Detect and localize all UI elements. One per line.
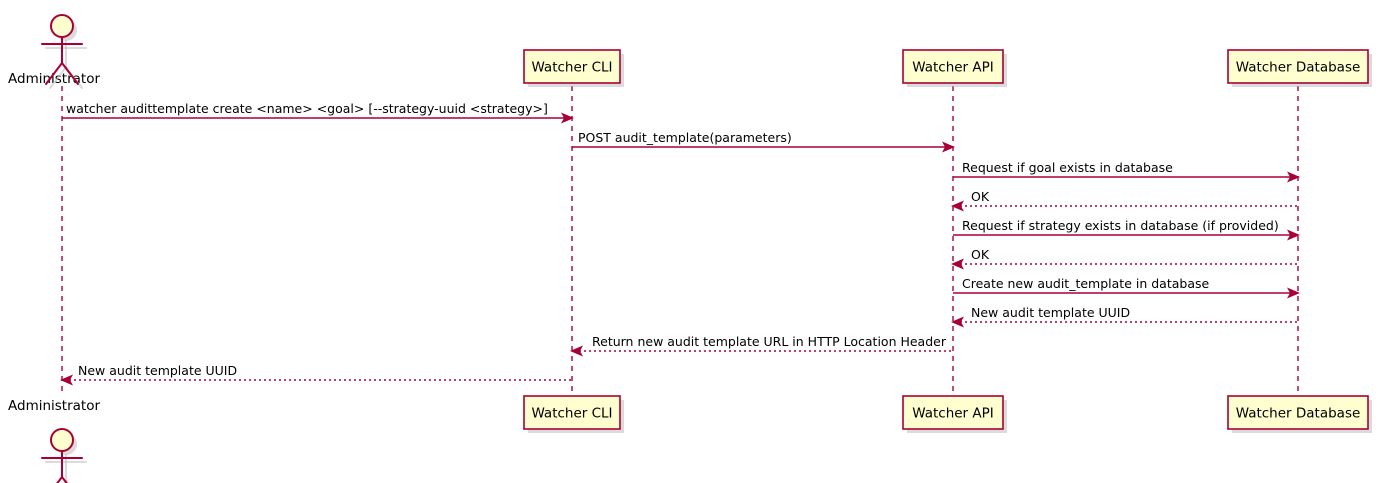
message-5[interactable]: OK bbox=[951, 247, 1298, 270]
message-arrowhead-9 bbox=[60, 374, 73, 386]
participant-label-watcher-api-top: Watcher API bbox=[912, 60, 994, 76]
message-label-9: New audit template UUID bbox=[78, 363, 237, 378]
participant-label-watcher-api-bottom: Watcher API bbox=[912, 406, 994, 422]
message-label-3: OK bbox=[971, 189, 990, 204]
participant-box-watcher-cli-top[interactable] bbox=[523, 49, 621, 84]
actor-leg-right bbox=[61, 62, 79, 85]
message-1[interactable]: POST audit_template(parameters) bbox=[572, 130, 955, 153]
actor-leg-left bbox=[45, 62, 63, 85]
participant-box-watcher-cli-bottom[interactable] bbox=[523, 395, 621, 430]
participant-label-watcher-cli-top: Watcher CLI bbox=[531, 60, 612, 76]
message-label-7: New audit template UUID bbox=[971, 305, 1130, 320]
message-6[interactable]: Create new audit_template in database bbox=[953, 276, 1300, 299]
message-7[interactable]: New audit template UUID bbox=[951, 305, 1298, 328]
message-label-8: Return new audit template URL in HTTP Lo… bbox=[592, 334, 947, 349]
message-arrowhead-4 bbox=[1287, 229, 1300, 241]
participant-box-watcher-database-top[interactable] bbox=[1227, 49, 1369, 84]
message-4[interactable]: Request if strategy exists in database (… bbox=[953, 218, 1300, 241]
actor-label-administrator-bottom: Administrator bbox=[8, 398, 100, 414]
message-arrowhead-1 bbox=[942, 141, 955, 153]
participant-label-watcher-database-top: Watcher Database bbox=[1236, 60, 1361, 76]
actor-stick-figure-icon-bottom[interactable] bbox=[41, 428, 87, 483]
message-label-5: OK bbox=[971, 247, 990, 262]
message-3[interactable]: OK bbox=[951, 189, 1298, 212]
message-arrowhead-6 bbox=[1287, 287, 1300, 299]
actor-head bbox=[50, 14, 74, 38]
participant-box-watcher-api-bottom[interactable] bbox=[902, 395, 1004, 430]
message-0[interactable]: watcher audittemplate create <name> <goa… bbox=[62, 101, 574, 124]
message-label-2: Request if goal exists in database bbox=[962, 160, 1173, 175]
message-2[interactable]: Request if goal exists in database bbox=[953, 160, 1300, 183]
message-label-1: POST audit_template(parameters) bbox=[578, 130, 792, 145]
actor-leg-right bbox=[61, 476, 68, 483]
message-arrowhead-8 bbox=[570, 345, 583, 357]
message-8[interactable]: Return new audit template URL in HTTP Lo… bbox=[570, 334, 953, 357]
message-arrowhead-0 bbox=[561, 112, 574, 124]
participant-box-watcher-api-top[interactable] bbox=[902, 49, 1004, 84]
actor-leg-l-shadow bbox=[49, 66, 67, 89]
participant-label-watcher-cli-bottom: Watcher CLI bbox=[531, 406, 612, 422]
messages-group: watcher audittemplate create <name> <goa… bbox=[60, 101, 1300, 386]
message-arrowhead-7 bbox=[951, 316, 964, 328]
message-arrowhead-2 bbox=[1287, 171, 1300, 183]
participant-box-watcher-database-bottom[interactable] bbox=[1227, 395, 1369, 430]
message-label-6: Create new audit_template in database bbox=[962, 276, 1209, 291]
actor-head bbox=[50, 428, 74, 452]
participant-label-watcher-database-bottom: Watcher Database bbox=[1236, 406, 1361, 422]
actor-leg-left bbox=[56, 476, 63, 483]
message-label-4: Request if strategy exists in database (… bbox=[962, 218, 1279, 233]
message-label-0: watcher audittemplate create <name> <goa… bbox=[66, 101, 548, 116]
actor-stick-figure-icon-top[interactable] bbox=[41, 14, 87, 89]
lifelines-group bbox=[61, 86, 1299, 396]
message-9[interactable]: New audit template UUID bbox=[60, 363, 572, 386]
message-arrowhead-5 bbox=[951, 258, 964, 270]
message-arrowhead-3 bbox=[951, 200, 964, 212]
